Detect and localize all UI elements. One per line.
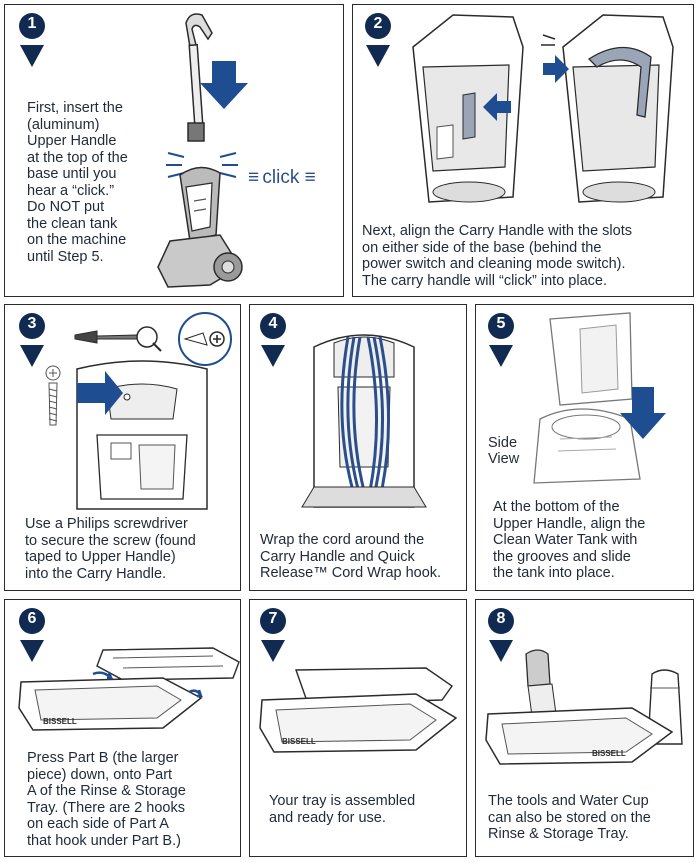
svg-text:BISSELL: BISSELL [282, 737, 316, 746]
step-1-badge: 1 [17, 13, 47, 69]
step-5-text: At the bottom of the Upper Handle, align… [493, 499, 646, 581]
click-text: click [262, 167, 300, 188]
step-1-text: First, insert the (aluminum) Upper Handl… [27, 100, 128, 265]
step-7-text: Your tray is assembled and ready for use… [269, 793, 416, 826]
step-8-text: The tools and Water Cup can also be stor… [488, 793, 651, 842]
screwdriver-illustration [74, 312, 232, 366]
step-1-panel: 1 First, insert the (aluminum) Upper Han… [4, 4, 344, 297]
step-7-panel: 7 BISSELL Your tray is assembled and rea… [249, 599, 467, 857]
step-2-text: Next, align the Carry Handle with the sl… [362, 223, 632, 289]
step-5-badge: 5 [486, 313, 516, 369]
step-2-panel: 2 Next, align the Carry Handle with the … [352, 4, 694, 297]
step-3-badge: 3 [17, 313, 47, 369]
step-8-panel: 8 BISSELL The tools and Water Cup can al… [475, 599, 694, 857]
step-6-text: Press Part B (the larger piece) down, on… [27, 750, 186, 849]
tray-assembly-illustration: BISSELL [18, 647, 240, 731]
step-4-number: 4 [268, 315, 278, 332]
step-4-text: Wrap the cord around the Carry Handle an… [260, 532, 442, 581]
water-tank-illustration [533, 312, 666, 484]
step-3-panel: 3 Use a Philips screwdriver to secure th… [4, 304, 241, 591]
step-5-number: 5 [496, 315, 506, 332]
step-3-number: 3 [27, 315, 37, 332]
tray-with-tools-illustration: BISSELL [485, 649, 683, 765]
step-1-number: 1 [27, 15, 37, 32]
step-4-panel: 4 Wrap the cord around the Carry Handle … [249, 304, 467, 591]
click-callout: ≡ click ≡ [248, 167, 316, 188]
step-8-badge: 8 [486, 608, 516, 664]
cord-wrap-illustration [301, 334, 427, 508]
step-5-panel: 5 Side View At the bottom of the Upper H… [475, 304, 694, 591]
step-2-number: 2 [373, 15, 383, 32]
screw-illustration [45, 365, 61, 426]
step-6-panel: 6 BISSELL Press Part B (the larger piece… [4, 599, 241, 857]
step-2-badge: 2 [363, 13, 393, 69]
step-3-text: Use a Philips screwdriver to secure the … [25, 516, 196, 582]
svg-text:BISSELL: BISSELL [43, 717, 77, 726]
carry-handle-screw-illustration [76, 360, 208, 510]
side-view-label: Side View [488, 435, 520, 467]
step-6-badge: 6 [17, 608, 47, 664]
step-6-number: 6 [27, 610, 37, 627]
carry-handle-align-illustration [412, 14, 674, 203]
step-8-number: 8 [496, 610, 506, 627]
svg-text:BISSELL: BISSELL [592, 749, 626, 758]
step-7-number: 7 [268, 610, 278, 627]
step-7-badge: 7 [258, 608, 288, 664]
assembled-tray-illustration: BISSELL [259, 667, 458, 753]
step-4-badge: 4 [258, 313, 288, 369]
upper-handle-insert-illustration [157, 13, 248, 288]
